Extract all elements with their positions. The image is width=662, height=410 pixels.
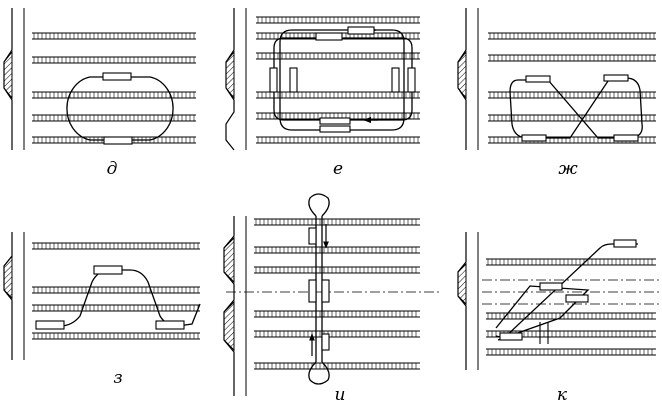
tracks-i [254,218,420,370]
rail-track [254,266,420,274]
wall [457,232,479,370]
train-car [319,117,351,125]
train-car [315,32,343,41]
train-car [289,67,298,93]
rail-track [488,114,656,122]
wall [3,232,25,360]
train-car [407,67,416,93]
rail-track [256,136,420,144]
diagonal-path [495,285,590,341]
rail-track [488,32,656,40]
train-car [102,72,132,81]
rail-track [32,114,196,122]
turnaround-loop [308,361,330,385]
rail-track [32,242,200,250]
tracks-z [32,242,200,340]
rail-track [32,332,200,340]
panel-label-d: д [107,159,118,179]
rail-track [488,91,656,99]
rail-track [254,246,420,254]
train-car [565,294,589,303]
rail-track [254,362,420,370]
train-car [103,136,133,145]
rail-track [254,330,420,338]
rail-track [32,56,196,64]
panel-z: з [3,232,201,388]
rail-track [32,304,200,312]
bypass-path [36,269,201,327]
train-car [269,67,278,93]
train-car [35,320,65,330]
train-car [308,227,317,245]
outer-loop [273,37,413,121]
figure-eight-path [509,77,643,139]
train-car [391,67,400,93]
wall [457,8,479,150]
rail-track [254,310,420,318]
loop-path [66,76,174,141]
wall [223,216,247,396]
panel-label-z: з [113,368,122,388]
train-car [499,332,523,341]
train-car [521,134,547,142]
train-car [321,333,330,351]
panel-k: к [457,232,660,405]
tracks-zh [488,32,656,144]
train-car [308,279,317,303]
rail-track [256,16,420,24]
rail-track [254,218,420,226]
train-car [319,125,351,133]
train-car [155,320,185,330]
train-car [525,75,551,83]
rail-track [488,54,656,62]
panel-label-zh: ж [558,159,578,179]
panel-zh: ж [457,8,656,179]
train-car [613,134,639,142]
train-car [603,74,629,82]
rail-track [486,348,656,356]
diagonal-path [495,243,638,339]
panel-label-i: и [335,385,346,405]
panel-d: д [3,8,196,179]
train-car [539,282,563,291]
panel-label-e: е [333,159,343,179]
rail-track [256,112,420,120]
tracks-k [486,258,656,356]
train-car [613,239,637,248]
panel-label-k: к [557,385,568,405]
rail-track [32,32,196,40]
panel-e: е [225,8,420,179]
train-car [93,265,123,275]
wall [225,8,247,151]
rail-track [486,258,656,266]
inner-loop [279,29,405,131]
rail-track [32,286,200,294]
panel-i: и [223,193,440,405]
tracks-d [32,32,196,144]
turnaround-loop [308,193,330,217]
train-car [347,26,375,35]
rail-track [486,312,656,320]
wall [3,8,25,150]
train-car [321,279,330,303]
